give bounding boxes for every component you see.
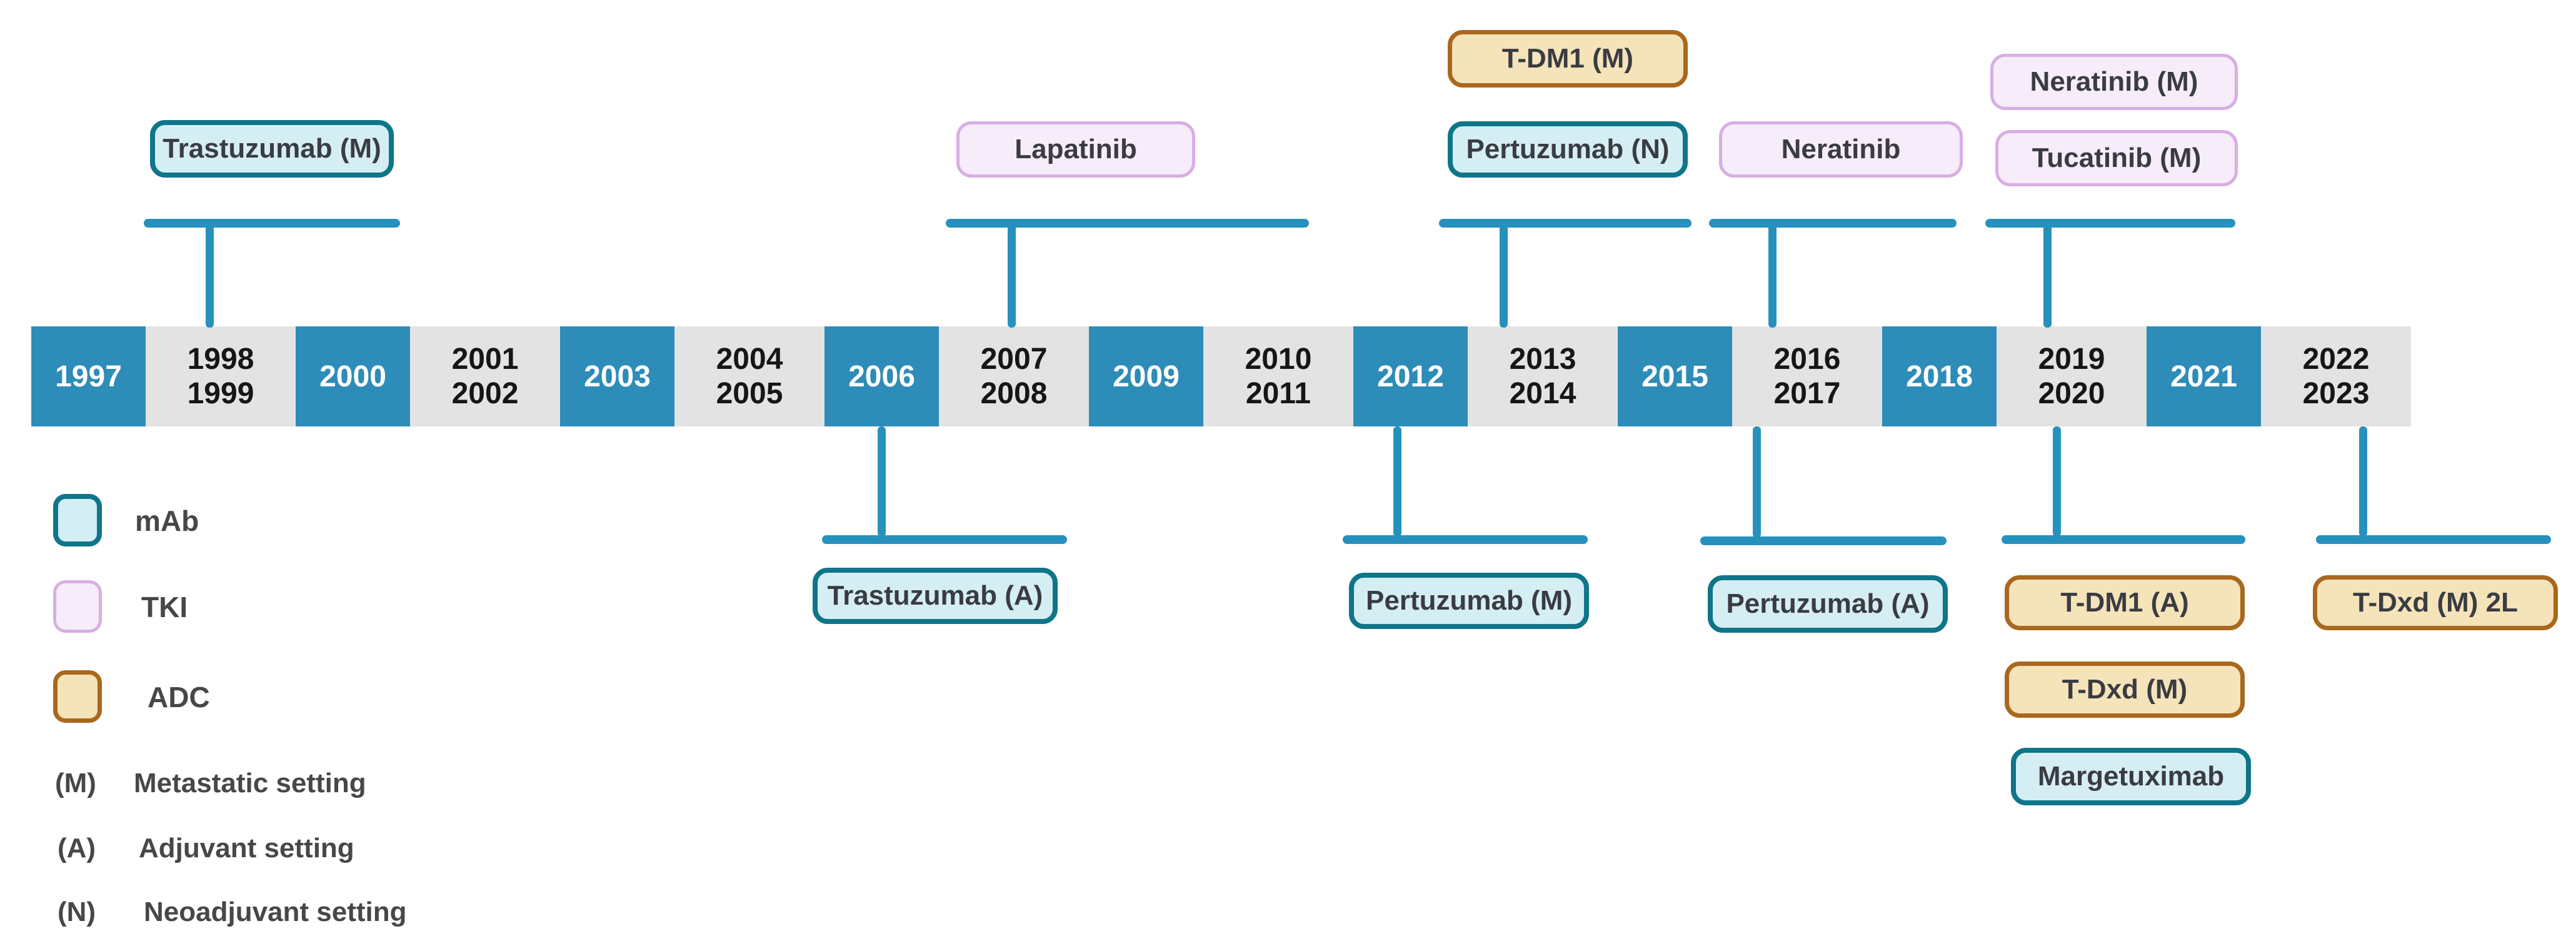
connector-tick-neratinib-m-tucatinib-m <box>2043 224 2052 328</box>
year-label: 2001 <box>451 343 519 376</box>
year-label: 2016 <box>1773 343 1841 376</box>
drug-box-tucatinib-m: Tucatinib (M) <box>1995 130 2238 186</box>
connector-tick-lapatinib <box>1008 224 1016 328</box>
year-label: 2013 <box>1509 343 1576 376</box>
legend-setting-label-n: Neoadjuvant setting <box>144 897 407 927</box>
legend-swatch-tki <box>53 580 102 633</box>
timeline-segment-2012: 2012 <box>1353 326 1468 426</box>
timeline-segment-2021: 2021 <box>2147 326 2261 426</box>
drug-box-t-dxd-m-2l: T-Dxd (M) 2L <box>2313 575 2558 630</box>
connector-tick-pertuzumab-m <box>1393 426 1401 536</box>
legend-label-mab: mAb <box>135 505 199 537</box>
drug-box-trastuzumab-a: Trastuzumab (A) <box>813 568 1058 624</box>
drug-box-pertuzumab-a: Pertuzumab (A) <box>1708 575 1948 633</box>
drug-box-margetuximab: Margetuximab <box>2011 748 2251 805</box>
legend-setting-label-a: Adjuvant setting <box>139 833 354 863</box>
legend-setting-abbr-a: (A) <box>58 833 96 863</box>
drug-box-trastuzumab-m: Trastuzumab (M) <box>150 120 394 178</box>
year-label: 2006 <box>848 360 915 393</box>
year-label: 2017 <box>1773 377 1841 410</box>
year-label: 2014 <box>1509 377 1576 410</box>
drug-box-lapatinib: Lapatinib <box>956 121 1195 178</box>
year-label: 2021 <box>2170 360 2237 393</box>
year-label: 2018 <box>1906 360 1973 393</box>
connector-bar-pertuzumab-m <box>1343 535 1588 544</box>
timeline-segment-2015: 2015 <box>1618 326 1732 426</box>
year-label: 2010 <box>1245 343 1312 376</box>
year-label: 2000 <box>319 360 386 393</box>
connector-bar-trastuzumab-m <box>144 219 400 228</box>
connector-bar-neratinib <box>1709 219 1957 228</box>
timeline-segment-1997: 1997 <box>31 326 146 426</box>
year-label: 2022 <box>2302 343 2370 376</box>
timeline-segment-2003: 2003 <box>560 326 674 426</box>
year-label: 2011 <box>1245 377 1311 410</box>
timeline-segment-2009: 2009 <box>1089 326 1203 426</box>
drug-box-t-dm1-a: T-DM1 (A) <box>2005 575 2245 630</box>
connector-bar-t-dxd-m-2l <box>2316 535 2551 544</box>
year-label: 2020 <box>2038 377 2105 410</box>
drug-box-neratinib-m: Neratinib (M) <box>1990 54 2238 110</box>
legend-swatch-mab <box>53 494 102 546</box>
year-label: 2019 <box>2038 343 2105 376</box>
connector-bar-lapatinib <box>946 219 1309 228</box>
drug-box-pertuzumab-m: Pertuzumab (M) <box>1349 573 1589 629</box>
connector-tick-trastuzumab-a <box>878 426 886 536</box>
legend-label-tki: TKI <box>141 591 188 623</box>
connector-tick-t-dm1-m-pertuzumab-n <box>1500 224 1508 328</box>
legend-swatch-adc <box>53 670 102 723</box>
connector-bar-t-dm1-a-group <box>2002 535 2245 544</box>
year-label: 1997 <box>55 360 122 393</box>
legend-label-adc: ADC <box>148 681 210 713</box>
year-label: 1998 <box>187 343 254 376</box>
year-label: 2023 <box>2302 377 2370 410</box>
legend-setting-abbr-n: (N) <box>58 897 96 927</box>
year-label: 2009 <box>1113 360 1180 393</box>
timeline-segment-2006: 2006 <box>824 326 939 426</box>
connector-bar-neratinib-m-tucatinib-m <box>1985 219 2235 228</box>
year-label: 2004 <box>716 343 783 376</box>
connector-bar-t-dm1-m-pertuzumab-n <box>1439 219 1691 228</box>
connector-tick-pertuzumab-a <box>1753 426 1761 538</box>
connector-bar-trastuzumab-a <box>822 535 1067 544</box>
connector-bar-pertuzumab-a <box>1700 536 1947 545</box>
timeline-segment-2018: 2018 <box>1882 326 1997 426</box>
year-label: 1999 <box>187 377 254 410</box>
connector-tick-t-dxd-m-2l <box>2359 426 2367 536</box>
connector-tick-trastuzumab-m <box>206 224 214 328</box>
legend-setting-abbr-m: (M) <box>55 768 96 798</box>
timeline-segment-2000: 2000 <box>296 326 410 426</box>
drug-box-pertuzumab-n: Pertuzumab (N) <box>1448 121 1688 178</box>
year-label: 2007 <box>980 343 1048 376</box>
year-label: 2002 <box>451 377 519 410</box>
year-label: 2003 <box>584 360 651 393</box>
drug-box-t-dm1-m: T-DM1 (M) <box>1448 30 1688 88</box>
drug-box-neratinib: Neratinib <box>1719 121 1963 178</box>
connector-tick-neratinib <box>1768 224 1777 328</box>
connector-tick-t-dm1-a-group <box>2053 426 2061 536</box>
legend-setting-label-m: Metastatic setting <box>134 768 366 798</box>
year-label: 2005 <box>716 377 783 410</box>
year-label: 2008 <box>980 377 1048 410</box>
drug-box-t-dxd-m: T-Dxd (M) <box>2005 662 2245 718</box>
year-label: 2015 <box>1641 360 1708 393</box>
year-label: 2012 <box>1377 360 1444 393</box>
